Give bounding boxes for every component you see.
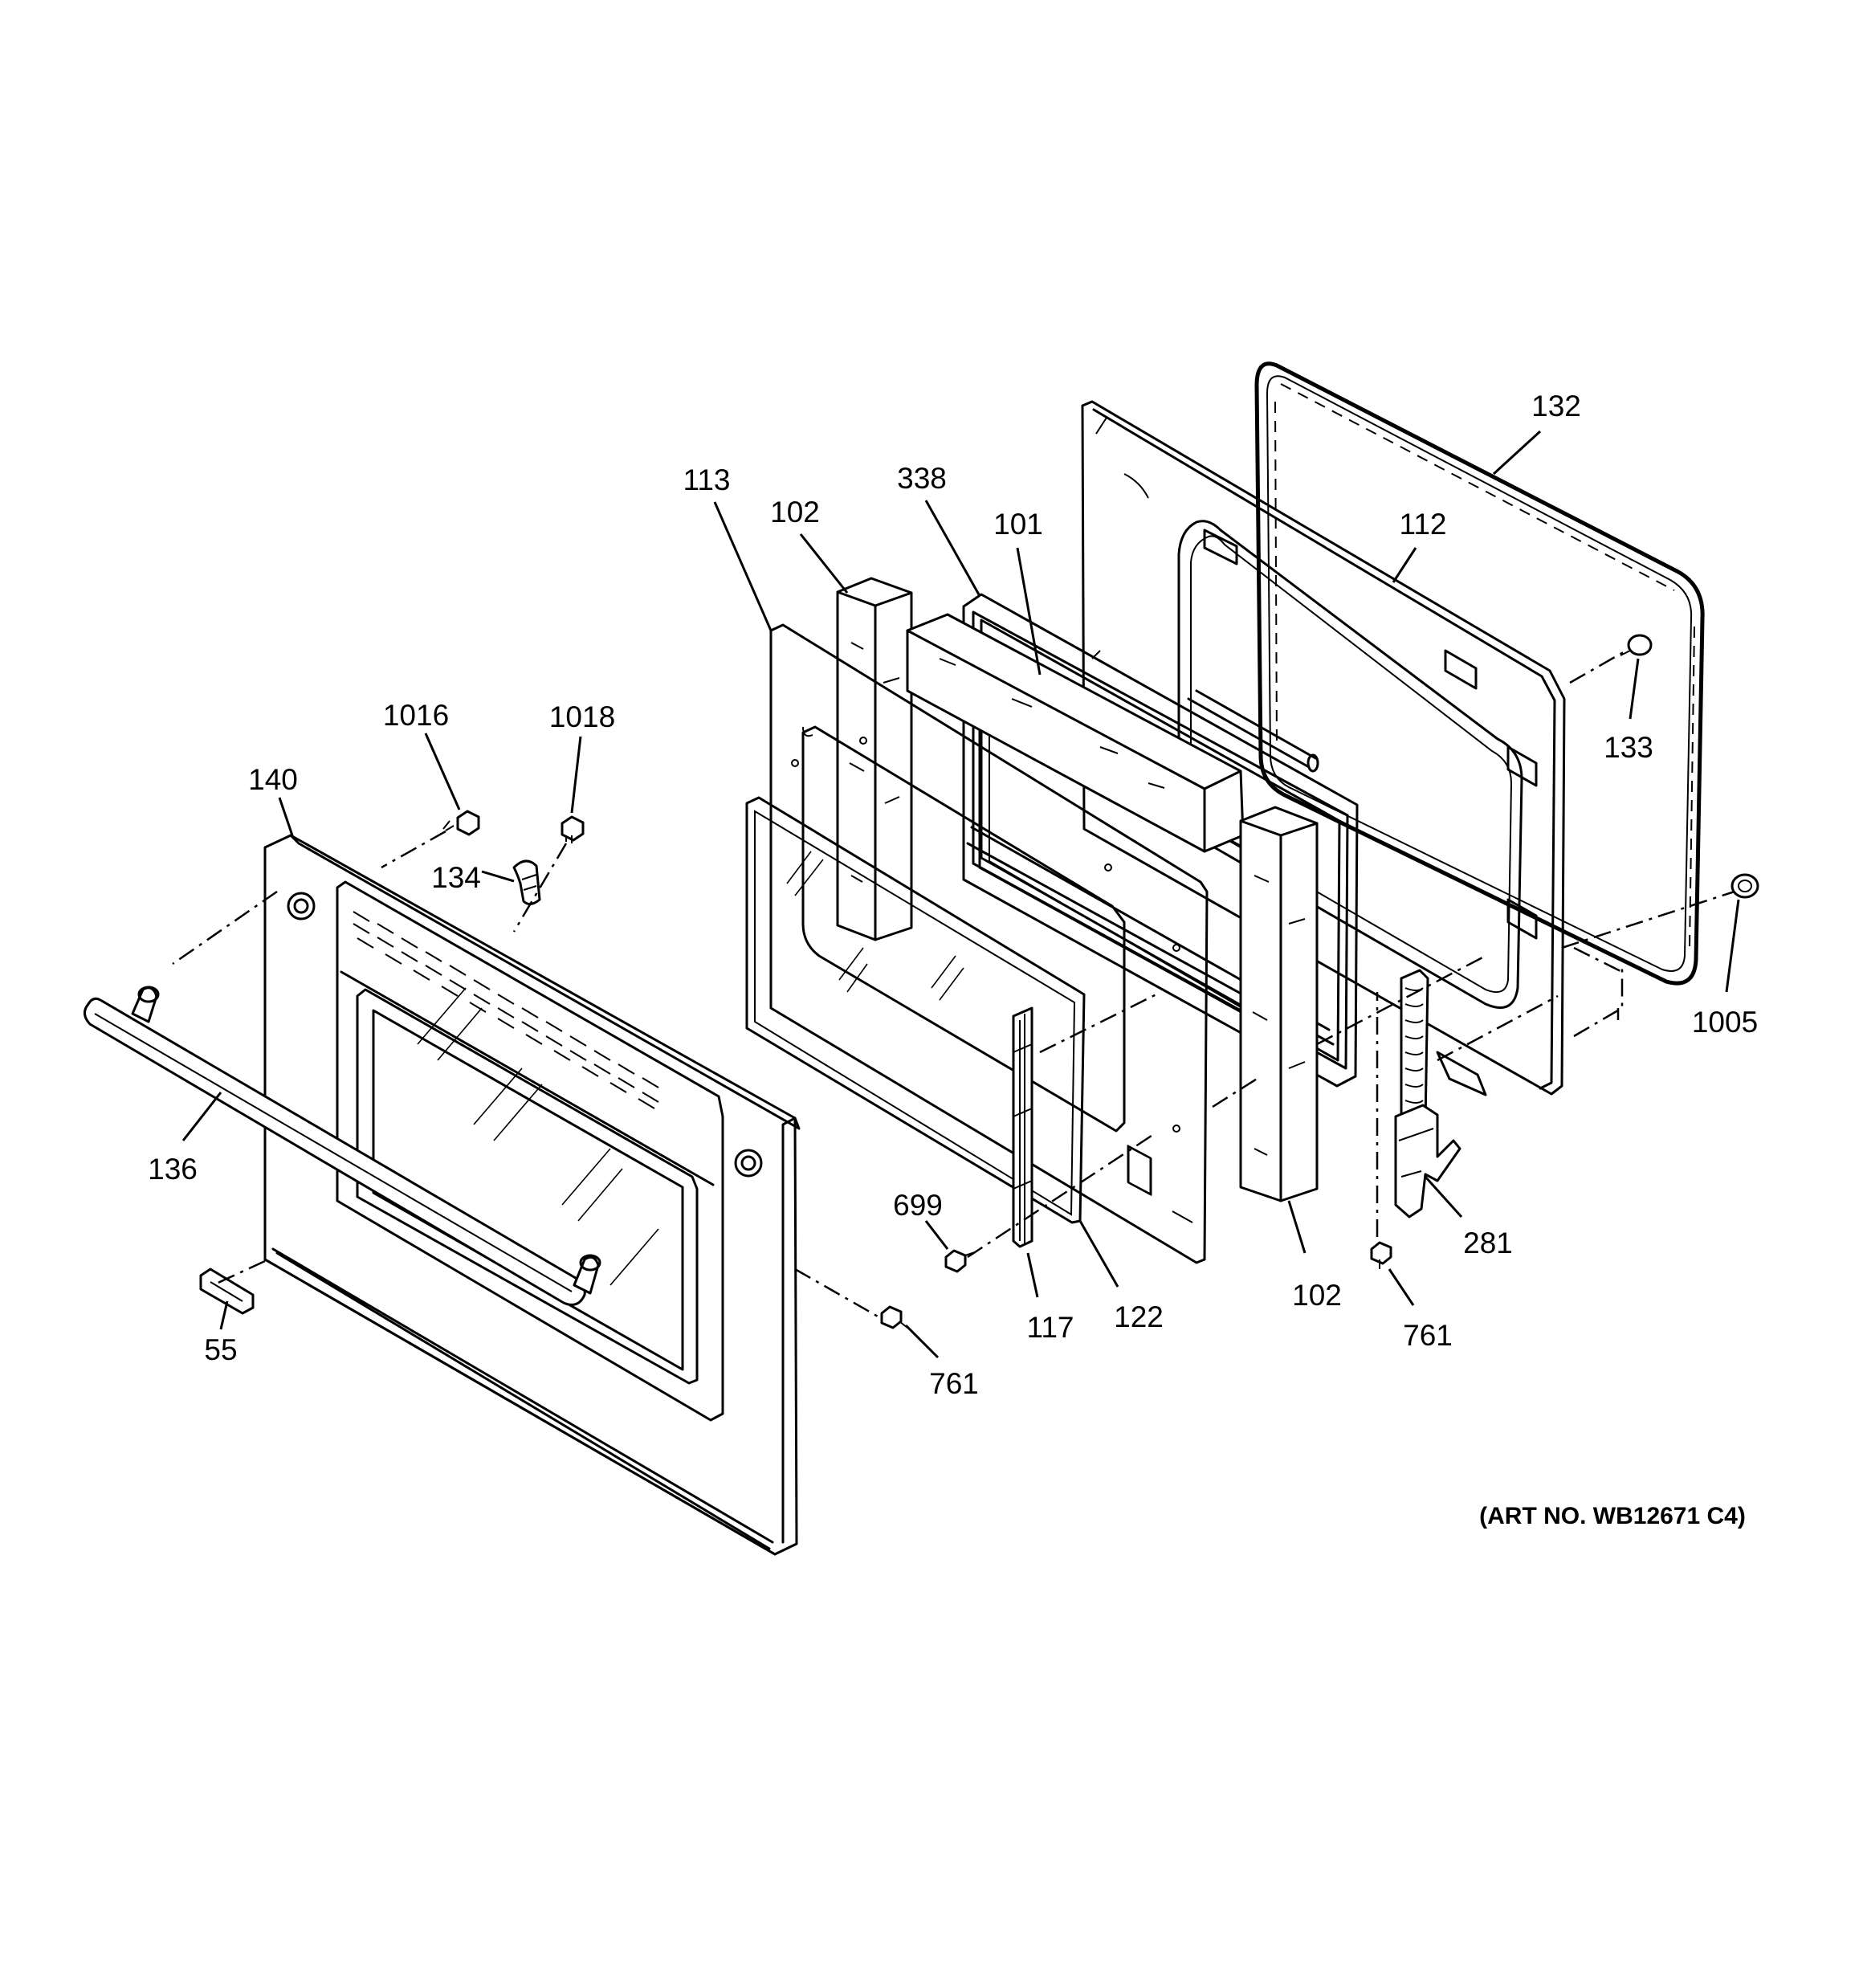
badge-55 <box>199 1268 255 1315</box>
callout-761-left: 761 <box>929 1367 979 1400</box>
callout-122: 122 <box>1114 1300 1164 1333</box>
insulation-block-102-bottom <box>1239 806 1319 1202</box>
glass-channel-117 <box>1012 1006 1033 1248</box>
screw-761-right <box>1370 1241 1392 1269</box>
callout-136: 136 <box>148 1153 198 1186</box>
callout-132: 132 <box>1531 390 1581 423</box>
door-handle-136 <box>84 986 601 1306</box>
inner-door-panel-112 <box>1081 400 1566 1196</box>
glass-frame-113 <box>769 623 1209 1264</box>
callout-134: 134 <box>431 861 481 894</box>
callout-101: 101 <box>993 508 1043 541</box>
outer-door-panel-140 <box>263 834 801 1556</box>
insulation-block-102-top <box>836 577 913 941</box>
callout-1018: 1018 <box>549 700 615 733</box>
door-hinge-281 <box>1394 969 1461 1219</box>
callout-281: 281 <box>1463 1227 1513 1259</box>
art-number-label: (ART NO. WB12671 C4) <box>1479 1503 1746 1529</box>
screw-1016 <box>442 810 480 836</box>
callout-labels: 132 112 133 1005 113 102 338 101 1016 10… <box>148 390 1758 1400</box>
callout-102-bottom: 102 <box>1292 1279 1342 1312</box>
callout-140: 140 <box>248 763 298 796</box>
door-gasket-132 <box>1254 361 1705 986</box>
clip-134 <box>512 859 541 905</box>
screw-699 <box>944 1249 976 1273</box>
callout-699: 699 <box>893 1189 943 1222</box>
assembly-lines <box>172 649 1735 1319</box>
callout-338: 338 <box>897 462 947 495</box>
callout-133: 133 <box>1604 731 1653 764</box>
callout-1016: 1016 <box>383 699 449 732</box>
callout-102-top: 102 <box>770 496 820 529</box>
screw-133 <box>1620 634 1653 656</box>
callout-55: 55 <box>204 1333 237 1366</box>
callout-761-right: 761 <box>1403 1319 1453 1352</box>
callout-117: 117 <box>1027 1311 1074 1344</box>
leader-lines <box>181 430 1740 1359</box>
callout-1005: 1005 <box>1692 1006 1758 1039</box>
callout-112: 112 <box>1400 508 1447 541</box>
screw-1018 <box>561 815 585 843</box>
screw-761-left <box>880 1305 908 1329</box>
callout-113: 113 <box>683 463 731 496</box>
screw-1005 <box>1731 873 1759 899</box>
